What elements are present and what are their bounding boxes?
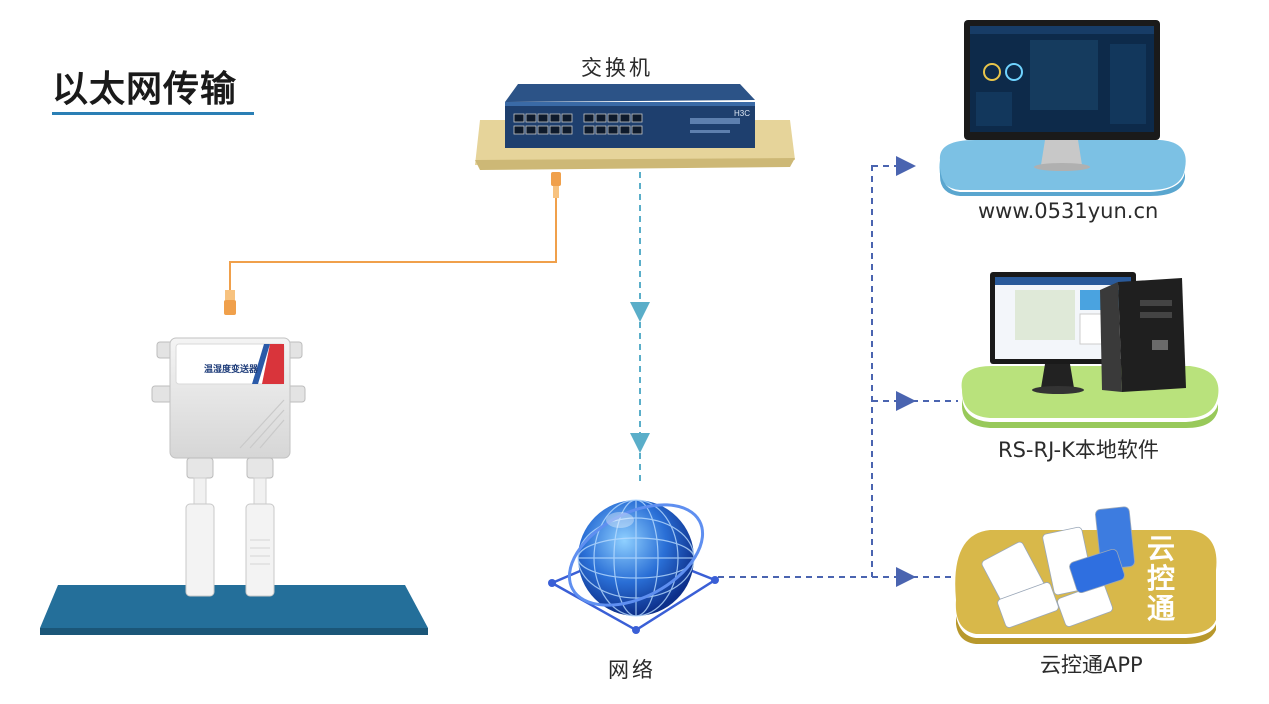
local-software-node [961,272,1219,428]
ethernet-cable [224,172,561,315]
network-globe [548,499,719,634]
app-label: 云控通APP [1040,653,1143,677]
local-software-label: RS-RJ-K本地软件 [998,438,1159,462]
app-badge-char-3: 通 [1147,592,1175,625]
app-badge-char-2: 控 [1147,562,1175,595]
app-node [955,506,1217,644]
switch-label: 交换机 [581,56,653,80]
switch-brand: H3C [734,109,750,118]
web-platform-node [939,20,1186,196]
sensor-device [40,337,428,635]
network-label: 网络 [608,658,656,682]
switch-device [475,84,795,170]
page-title: 以太网传输 [52,69,238,110]
sensor-device-label: 温湿度变送器 [204,363,259,375]
title-underline [52,112,254,115]
output-connections [718,156,958,587]
app-badge-char-1: 云 [1147,532,1175,565]
web-platform-label[interactable]: www.0531yun.cn [978,199,1159,223]
